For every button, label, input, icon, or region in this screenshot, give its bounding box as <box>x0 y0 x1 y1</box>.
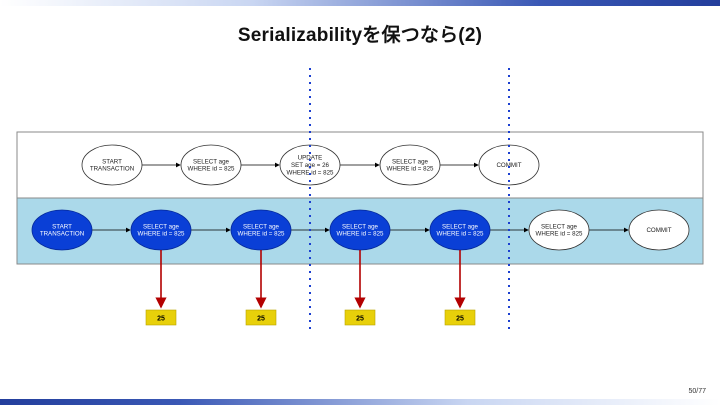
top-row-node-label: TRANSACTION <box>90 166 134 173</box>
result-box <box>344 309 376 326</box>
bottom-row-node-label: WHERE id = 825 <box>238 231 285 238</box>
top-row-node-label: WHERE id = 825 <box>287 169 334 176</box>
slide-title: Serializabilityを保つなら(2) <box>237 25 483 46</box>
bottom-row-node-label: COMMIT <box>646 227 671 234</box>
result-value: 25 <box>157 316 165 323</box>
bottom-row-node-label: SELECT age <box>342 223 379 230</box>
bottom-row-node-6 <box>528 209 590 251</box>
top-row-node-label: SELECT age <box>193 158 230 165</box>
bottom-row-node-label: TRANSACTION <box>40 231 84 238</box>
top-row-node-label: COMMIT <box>496 162 521 169</box>
bottom-row-node-label: SELECT age <box>442 223 479 230</box>
top-row-node-label: SET age = 26 <box>291 162 329 169</box>
top-row-node-1 <box>81 144 143 186</box>
result-box <box>245 309 277 326</box>
bottom-row-node-label: SELECT age <box>243 223 280 230</box>
top-row-node-label: SELECT age <box>392 158 429 165</box>
result-box <box>444 309 476 326</box>
bottom-row-node-label: START <box>52 223 72 230</box>
result-value: 25 <box>356 316 364 323</box>
bottom-row-node-7 <box>628 209 690 251</box>
bottom-row-node-1 <box>31 209 93 251</box>
top-row-node-label: WHERE id = 825 <box>387 166 434 173</box>
top-row-node-2 <box>180 144 242 186</box>
top-row-node-label: START <box>102 158 122 165</box>
top-row-node-4 <box>379 144 441 186</box>
top-row-node-label: WHERE id = 825 <box>188 166 235 173</box>
result-value: 25 <box>456 316 464 323</box>
top-row-node-label: UPDATE <box>298 155 323 162</box>
top-accent-bar <box>0 0 720 6</box>
bottom-row-node-label: SELECT age <box>541 223 578 230</box>
result-box <box>145 309 177 326</box>
page-number: 50/77 <box>688 388 706 395</box>
bottom-row-node-label: WHERE id = 825 <box>138 231 185 238</box>
result-value: 25 <box>257 316 265 323</box>
bottom-accent-bar <box>0 399 720 405</box>
bottom-row-node-label: SELECT age <box>143 223 180 230</box>
bottom-row-node-label: WHERE id = 825 <box>337 231 384 238</box>
bottom-row-node-label: WHERE id = 825 <box>536 231 583 238</box>
bottom-row-node-label: WHERE id = 825 <box>437 231 484 238</box>
